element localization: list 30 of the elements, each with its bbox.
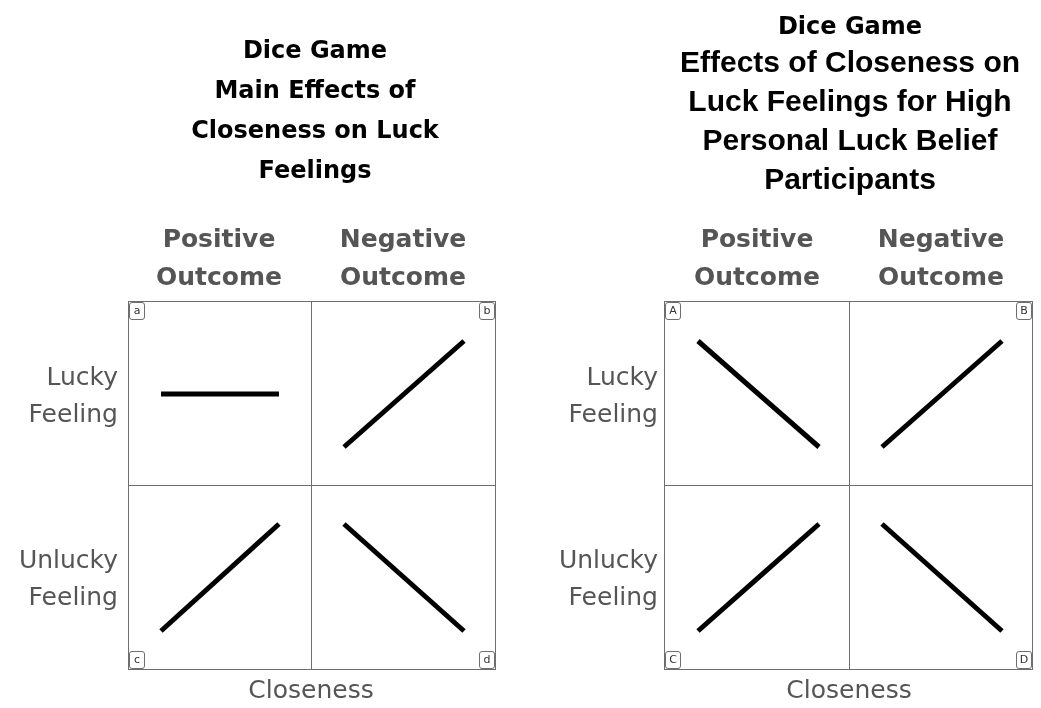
column-header: Negative Outcome xyxy=(876,223,1006,293)
panel-letter: d xyxy=(479,651,495,669)
chart-title: Dice Game xyxy=(241,35,389,66)
row-header: Unlucky Feeling xyxy=(17,544,118,613)
quadrant-panel xyxy=(128,485,312,670)
row-header: Unlucky Feeling xyxy=(557,544,658,613)
quadrant-panel xyxy=(311,301,496,486)
panel-letter: D xyxy=(1016,651,1032,669)
panel-letter: A xyxy=(665,302,681,320)
quadrant-panel xyxy=(664,485,850,670)
panel-letter: C xyxy=(665,651,681,669)
column-header: Positive Outcome xyxy=(155,223,283,293)
axis-label: Closeness xyxy=(247,674,375,706)
row-header: Lucky Feeling xyxy=(567,361,658,430)
row-header: Lucky Feeling xyxy=(27,361,118,430)
chart-title: Dice Game xyxy=(776,11,924,42)
panel-letter: b xyxy=(479,302,495,320)
quadrant-panel xyxy=(311,485,496,670)
quadrant-panel xyxy=(664,301,850,486)
axis-label: Closeness xyxy=(785,674,913,706)
column-header: Positive Outcome xyxy=(693,223,821,293)
panel-letter: c xyxy=(129,651,145,669)
quadrant-panel xyxy=(128,301,312,486)
chart-title: Effects of Closeness on Luck Feelings for High Personal Luck Belief Participants xyxy=(678,44,1022,197)
quadrant-panel xyxy=(849,301,1033,486)
column-header: Negative Outcome xyxy=(338,223,468,293)
panel-letter: B xyxy=(1016,302,1032,320)
chart-title: Main Effects of Closeness on Luck Feelings xyxy=(190,75,440,186)
panel-letter: a xyxy=(129,302,145,320)
quadrant-panel xyxy=(849,485,1033,670)
